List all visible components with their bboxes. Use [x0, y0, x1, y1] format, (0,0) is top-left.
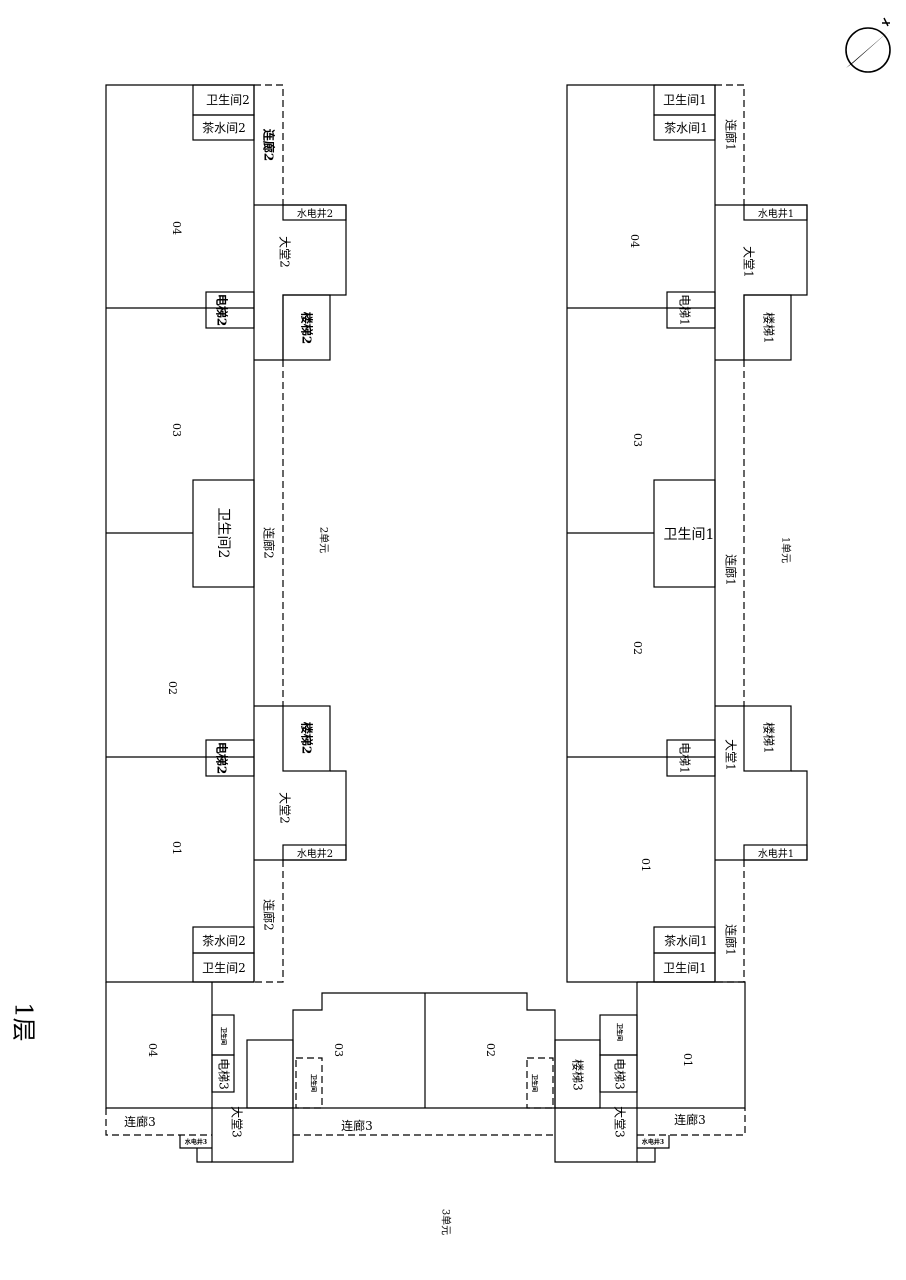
unit-2-corridor-bottom-label: 连廊2: [262, 899, 277, 931]
unit-3-room-01-label: 01: [681, 1053, 694, 1067]
unit-2-room-03-label: 03: [170, 423, 183, 437]
unit-3-walls: [105, 981, 746, 1163]
unit-1-pantry-top-label: 茶水间1: [664, 120, 708, 135]
unit-1-elevator-top-label: 电梯1: [678, 294, 692, 326]
unit-1-corridor-top-label: 连廊1: [724, 119, 739, 151]
unit-3-lobby-left-label: 大堂3: [230, 1106, 244, 1138]
unit-2-elevator-bottom-label: 电梯2: [215, 742, 230, 774]
floor-label: 1层: [10, 1002, 38, 1041]
unit-2-room-01-label: 01: [170, 841, 183, 855]
unit-1-name-label: 1单元: [780, 537, 792, 563]
unit-3-restroom-02-label: 卫生间: [531, 1074, 539, 1092]
unit-2-stairs-top-label: 楼梯2: [300, 312, 315, 344]
unit-1-stairs-bottom-label: 楼梯1: [762, 722, 777, 754]
unit-1-restroom-top-label: 卫生间1: [663, 93, 707, 107]
unit-2-restroom-top-label: 卫生间2: [206, 93, 250, 107]
unit-1-restroom-bottom-label: 卫生间1: [663, 961, 707, 975]
north-arrow-icon: [845, 17, 891, 73]
unit-1-room-04-label: 04: [628, 234, 641, 248]
unit-2-restroom-bottom-label: 卫生间2: [202, 961, 246, 975]
unit-1-elevator-bottom-label: 电梯1: [678, 742, 692, 774]
unit-2-stairs-bottom-label: 楼梯2: [300, 722, 315, 754]
unit-2-lobby-top-label: 大堂2: [278, 236, 292, 268]
unit-2-shaft-bottom-label: 水电井2: [297, 847, 333, 860]
unit-3-room-03-label: 03: [332, 1043, 345, 1057]
unit-2-pantry-bottom-label: 茶水间2: [202, 933, 246, 948]
unit-1-room-03-label: 03: [631, 433, 644, 447]
unit-2-shaft-top-label: 水电井2: [297, 207, 333, 220]
unit-3-restroom-right-label: 卫生间: [616, 1023, 624, 1041]
unit-2-lobby-bottom-label: 大堂2: [278, 792, 292, 824]
unit-2-corridor-mid-label: 连廊2: [262, 527, 277, 559]
unit-3-elevator-right-label: 电梯3: [613, 1058, 627, 1090]
unit-2-corridor-top-label: 连廊2: [262, 129, 277, 161]
unit-1-room-01-label: 01: [639, 858, 652, 872]
unit-2-pantry-top-label: 茶水间2: [202, 120, 246, 135]
unit-1-restroom-mid-label: 卫生间1: [664, 527, 715, 543]
unit-1-shaft-bottom-label: 水电井1: [758, 847, 794, 860]
unit-1-pantry-bottom-label: 茶水间1: [664, 933, 708, 948]
unit-2-restroom-mid-label: 卫生间2: [215, 508, 231, 559]
unit-1-lobby-top-label: 大堂1: [742, 246, 756, 278]
unit-3-elevator-left-label: 电梯3: [217, 1058, 231, 1090]
unit-3-corridor-mid-label: 连廊3: [341, 1118, 373, 1133]
unit-2-room-04-label: 04: [170, 221, 183, 235]
unit-1-stairs-top-label: 楼梯1: [762, 312, 777, 344]
unit-3-room-04-label: 04: [146, 1043, 159, 1057]
unit-3-corridor-left-label: 连廊3: [124, 1114, 156, 1129]
unit-3-lobby-right-label: 大堂3: [613, 1106, 627, 1138]
unit-3-restroom-03-label: 卫生间: [310, 1074, 318, 1092]
unit-1-corridor-bottom-label: 连廊1: [724, 924, 739, 956]
unit-2-name-label: 2单元: [318, 527, 330, 553]
unit-1-corridor-mid-label: 连廊1: [724, 554, 739, 586]
unit-3-shaft-right-label: 水电井3: [642, 1138, 664, 1146]
unit-1-shaft-top-label: 水电井1: [758, 207, 794, 220]
unit-3-corridor-right-label: 连廊3: [674, 1112, 706, 1127]
unit-1-room-02-label: 02: [631, 641, 644, 655]
unit-3-shaft-left-label: 水电井3: [185, 1138, 207, 1146]
unit-2-room-02-label: 02: [166, 681, 179, 695]
unit-2-elevator-top-label: 电梯2: [215, 294, 230, 326]
unit-3-stairs-label: 楼梯3: [571, 1059, 586, 1091]
unit-3-restroom-left-label: 卫生间: [220, 1027, 228, 1045]
unit-1-lobby-bottom-label: 大堂1: [724, 739, 738, 771]
unit-3-name-label: 3单元: [440, 1209, 452, 1235]
unit-3-room-02-label: 02: [484, 1043, 497, 1057]
